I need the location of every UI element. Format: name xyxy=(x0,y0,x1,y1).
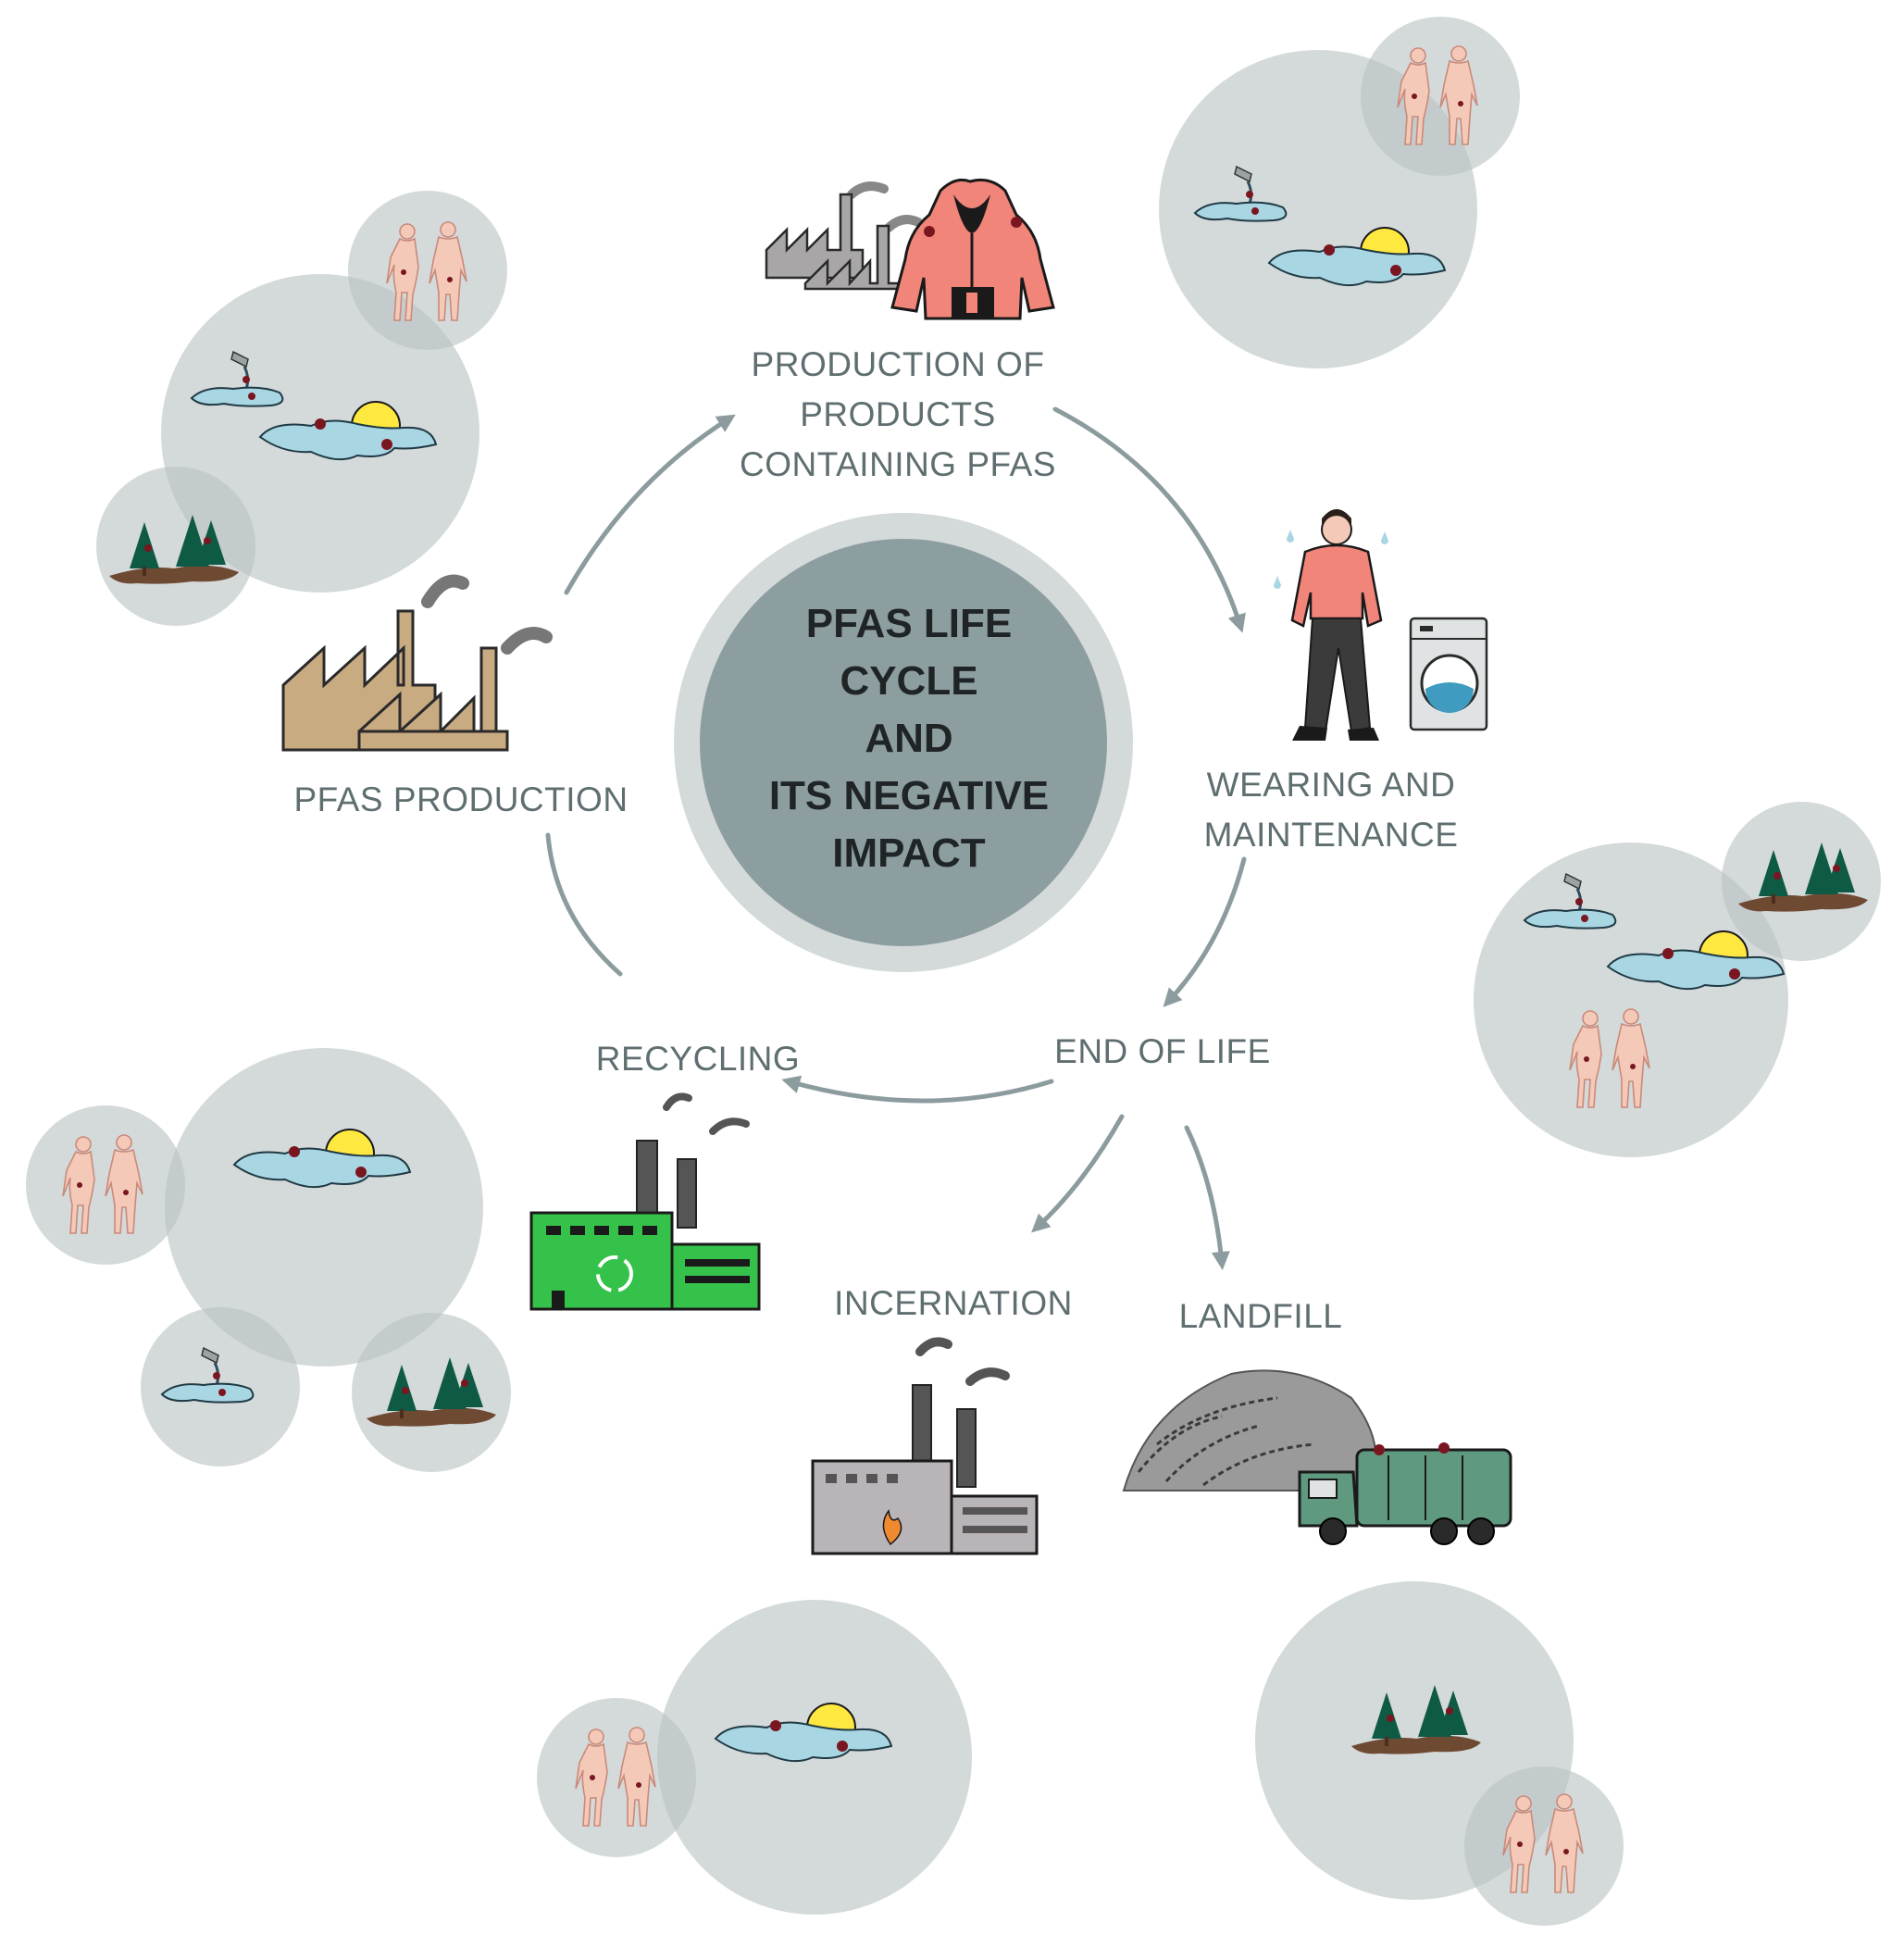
impact-cluster-top-right xyxy=(1159,17,1520,368)
arrow-to-end-of-life xyxy=(1163,856,1247,1007)
pfas-production-factory-icon xyxy=(281,574,553,752)
impact-bubble-water xyxy=(165,1048,483,1367)
impact-cluster-left xyxy=(26,1048,511,1472)
center-title-line-5: IMPACT xyxy=(832,830,986,876)
landfill-icon xyxy=(1122,1369,1512,1545)
arrow-to-production-of-products xyxy=(564,414,736,595)
washing-machine-icon xyxy=(1409,617,1488,731)
center-circle: PFAS LIFE CYCLE AND ITS NEGATIVE IMPACT xyxy=(674,513,1133,972)
impact-bubble-forest xyxy=(96,467,255,626)
impact-cluster-top-left xyxy=(96,191,507,626)
label-recycling: RECYCLING xyxy=(596,1040,800,1078)
person-wearing-jacket-icon xyxy=(1274,509,1388,741)
impact-bubble-humans xyxy=(348,191,507,350)
center-core xyxy=(700,539,1107,946)
arrow-to-pfas-production xyxy=(545,832,623,977)
impact-bubble-humans xyxy=(1361,17,1520,176)
center-title-line-2: CYCLE xyxy=(840,658,977,704)
label-pfas-production: PFAS PRODUCTION xyxy=(293,780,628,818)
product-factory-and-jacket-icon xyxy=(765,178,1055,320)
impact-cluster-bottom-right xyxy=(1255,1581,1624,1926)
impact-bubble-humans xyxy=(1464,1766,1624,1926)
arrow-to-incineration xyxy=(1031,1114,1125,1233)
impact-cluster-right xyxy=(1474,802,1881,1157)
impact-bubble-forest xyxy=(1722,802,1881,961)
gray-factory-icon xyxy=(765,181,923,291)
recycle-symbol-icon xyxy=(596,1255,633,1292)
label-incineration: INCERNATION xyxy=(834,1284,1073,1322)
garbage-truck-icon xyxy=(1298,1442,1512,1545)
center-title-line-3: AND xyxy=(865,716,952,761)
impact-bubble-humans xyxy=(26,1105,185,1265)
impact-bubble-humans xyxy=(537,1698,696,1857)
label-production-line-1: PRODUCTION OF xyxy=(752,345,1045,383)
arrow-to-wearing xyxy=(1052,406,1246,633)
arrow-to-recycling xyxy=(781,1075,1054,1104)
label-end-of-life: END OF LIFE xyxy=(1054,1032,1271,1070)
jacket-icon xyxy=(890,178,1055,320)
label-wearing-line-2: MAINTENANCE xyxy=(1204,816,1459,854)
impact-bubble-forest xyxy=(352,1313,511,1472)
label-wearing-line-1: WEARING AND xyxy=(1207,766,1456,804)
label-production-line-3: CONTAINING PFAS xyxy=(740,445,1056,483)
arrow-to-landfill xyxy=(1184,1125,1230,1270)
impact-cluster-bottom xyxy=(537,1600,972,1915)
incineration-plant-icon xyxy=(811,1337,1039,1555)
wearing-and-washing-icon xyxy=(1274,509,1488,741)
center-title-line-1: PFAS LIFE xyxy=(806,601,1012,646)
flame-icon xyxy=(882,1509,902,1546)
cycle-arrows xyxy=(545,406,1247,1270)
label-landfill: LANDFILL xyxy=(1179,1297,1343,1335)
center-title-line-4: ITS NEGATIVE xyxy=(769,773,1049,818)
label-production-line-2: PRODUCTS xyxy=(800,395,996,433)
recycling-factory-icon xyxy=(529,1092,761,1311)
